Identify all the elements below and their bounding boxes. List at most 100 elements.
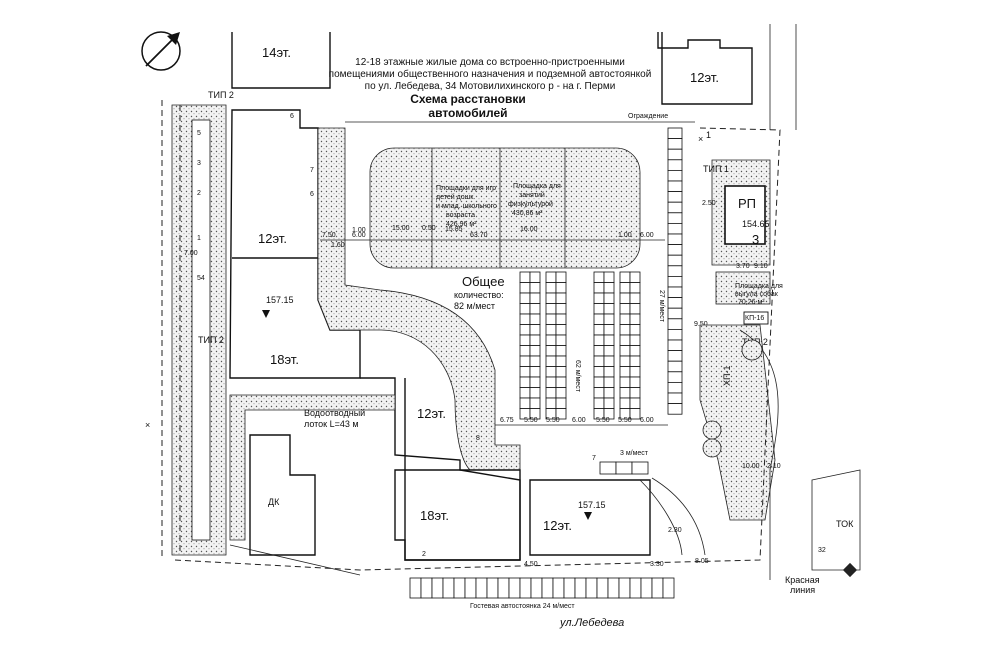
parking-stall bbox=[619, 355, 631, 367]
parking-stall bbox=[545, 387, 557, 399]
parking-stall bbox=[629, 282, 641, 294]
boundary-mark: × bbox=[145, 420, 150, 430]
parking-stall bbox=[667, 169, 683, 182]
parking-stall bbox=[519, 292, 531, 304]
dim-label: 6 bbox=[290, 113, 294, 120]
parking-stall bbox=[603, 324, 615, 336]
parking-stall bbox=[555, 303, 567, 315]
right-parking-column bbox=[667, 127, 683, 415]
parking-stall bbox=[545, 376, 557, 388]
parking-stall bbox=[545, 292, 557, 304]
parking-stall bbox=[545, 355, 557, 367]
parking-stall bbox=[603, 397, 615, 409]
dim-label: 3 bbox=[197, 160, 201, 167]
driveway-curve bbox=[639, 479, 683, 556]
parking-stall bbox=[603, 376, 615, 388]
parking-stall bbox=[545, 303, 557, 315]
parking-stall bbox=[593, 282, 605, 294]
dim-label: 32 bbox=[818, 547, 826, 554]
dim-label: 3.70 bbox=[736, 263, 750, 270]
parking-stall bbox=[555, 334, 567, 346]
parking-stall bbox=[545, 397, 557, 409]
parking-stall bbox=[519, 303, 531, 315]
dim-label: 5.50 bbox=[596, 417, 610, 424]
parking-stall bbox=[603, 282, 615, 294]
building-label: 12эт. bbox=[543, 518, 572, 533]
parking-stall bbox=[667, 222, 683, 235]
parking-stall bbox=[629, 397, 641, 409]
parking-stall bbox=[662, 577, 675, 599]
dim-label: 2 bbox=[422, 551, 426, 558]
parking-stall bbox=[615, 461, 633, 475]
tree-icon bbox=[741, 339, 763, 361]
parking-stall bbox=[603, 271, 615, 283]
playground-label: детей дошк. bbox=[436, 193, 475, 201]
dim-label: 7 bbox=[310, 167, 314, 174]
parking-stall bbox=[529, 366, 541, 378]
parking-stall bbox=[529, 334, 541, 346]
parking-stall bbox=[629, 355, 641, 367]
dim-label: 6.00 bbox=[640, 417, 654, 424]
parking-stall bbox=[667, 286, 683, 299]
parking-stall bbox=[555, 397, 567, 409]
playground-label: Площадки для игр bbox=[436, 185, 496, 192]
dim-label: 2.30 bbox=[668, 527, 682, 534]
parking-total-label: количество: bbox=[454, 290, 504, 300]
parking-stall bbox=[519, 387, 531, 399]
parking-stall bbox=[629, 366, 641, 378]
parking-stall bbox=[497, 577, 510, 599]
parking-stall bbox=[593, 271, 605, 283]
parking-stall bbox=[667, 360, 683, 373]
parking-stall bbox=[555, 324, 567, 336]
parking-stall bbox=[555, 355, 567, 367]
parking-stall bbox=[529, 408, 541, 420]
playground-label: 430,86 м² bbox=[512, 210, 543, 217]
parking-stall bbox=[563, 577, 576, 599]
parking-stall bbox=[545, 282, 557, 294]
type-label: ТИП 2 bbox=[198, 335, 224, 345]
parking-stall bbox=[555, 313, 567, 325]
parking-stall bbox=[555, 282, 567, 294]
parking-stall bbox=[464, 577, 477, 599]
parking-stall bbox=[629, 292, 641, 304]
parking-stall bbox=[618, 577, 631, 599]
parking-stall bbox=[431, 577, 444, 599]
parking-stall bbox=[529, 282, 541, 294]
parking-stall bbox=[555, 366, 567, 378]
drain-label: Водоотводный bbox=[304, 408, 365, 418]
title-line: помещениями общественного назначения и п… bbox=[329, 68, 652, 80]
red-line-label: Красная bbox=[785, 575, 820, 585]
parking-stall bbox=[555, 271, 567, 283]
elevation-arrow-icon bbox=[584, 512, 592, 520]
parking-stall bbox=[667, 191, 683, 203]
parking-stall bbox=[519, 334, 531, 346]
parking-stall bbox=[629, 313, 641, 325]
parking-stall bbox=[667, 180, 683, 193]
parking-stall bbox=[667, 328, 683, 341]
parking-stall bbox=[486, 577, 499, 599]
parking-stall bbox=[619, 292, 631, 304]
dim-label: 8.05 bbox=[695, 558, 709, 565]
playground-label: возраста bbox=[446, 212, 475, 219]
dim-label: 5.50 bbox=[546, 417, 560, 424]
parking-stall bbox=[629, 324, 641, 336]
parking-stall bbox=[529, 387, 541, 399]
dim-label: 6 bbox=[310, 191, 314, 198]
parking-stall bbox=[519, 345, 531, 357]
parking-stall bbox=[619, 387, 631, 399]
parking-stall bbox=[519, 376, 531, 388]
parking-stall bbox=[593, 355, 605, 367]
parking-stall bbox=[593, 376, 605, 388]
parking-stall bbox=[545, 366, 557, 378]
parking-stall bbox=[593, 292, 605, 304]
parking-stall bbox=[667, 233, 683, 246]
dim-label: 1.60 bbox=[331, 242, 345, 249]
parking-count-label: 27 м/мест bbox=[658, 290, 665, 323]
parking-stall bbox=[667, 254, 683, 267]
parking-stall bbox=[593, 334, 605, 346]
parking-stall bbox=[519, 282, 531, 294]
parking-stall bbox=[545, 324, 557, 336]
left-sidewalk bbox=[161, 100, 227, 560]
parking-stall bbox=[667, 138, 683, 150]
